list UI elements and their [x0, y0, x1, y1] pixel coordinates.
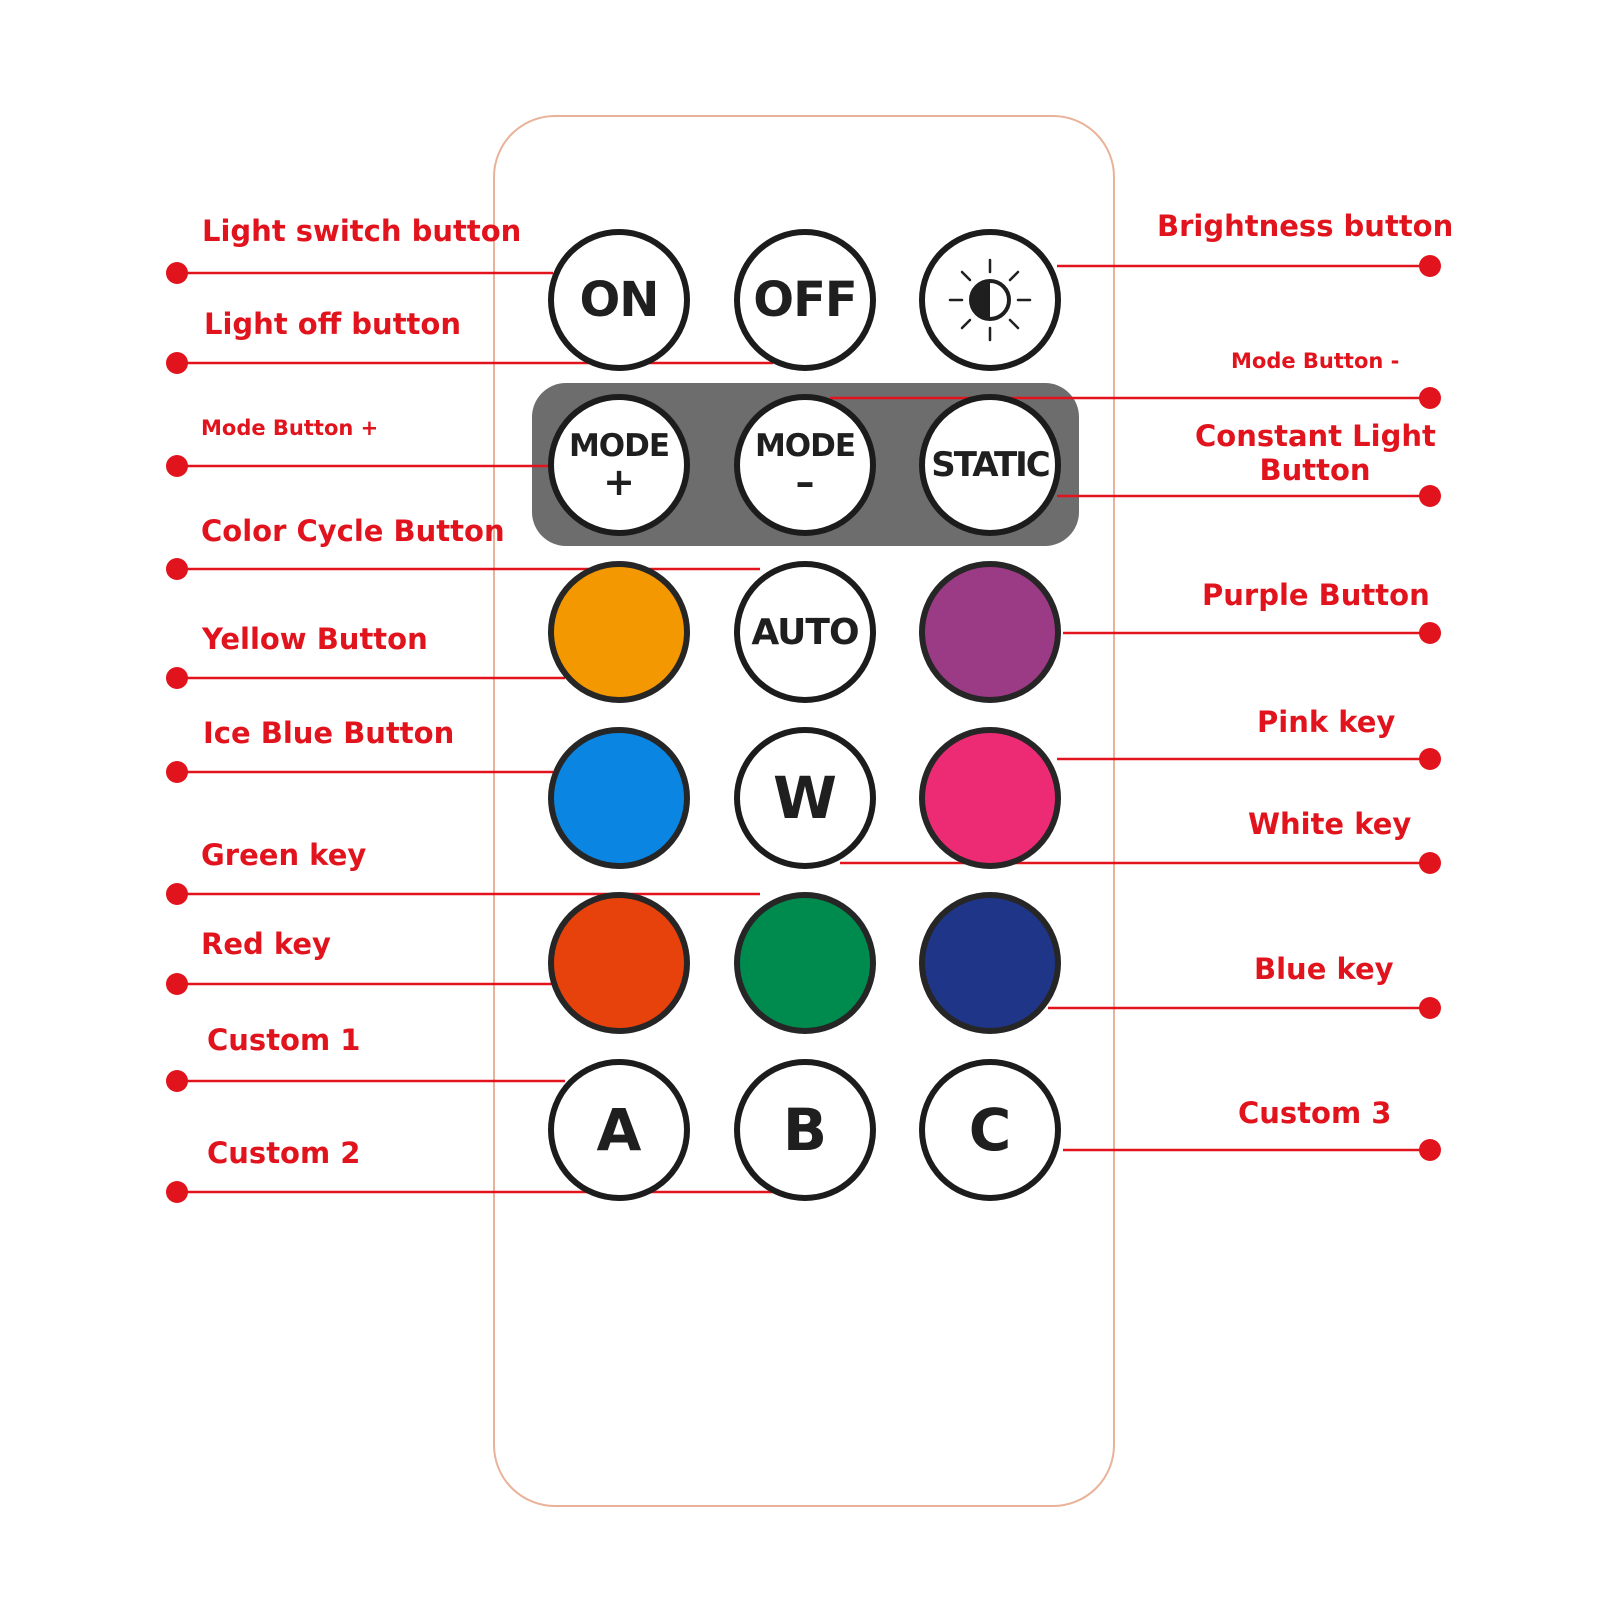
purple-button[interactable] [919, 561, 1061, 703]
static-button-label: STATIC [931, 445, 1051, 485]
label-red: Red key [201, 927, 331, 961]
label-custom2: Custom 2 [207, 1136, 361, 1170]
leader-line-group [177, 264, 1430, 1194]
leader-dot-mode-minus [1419, 387, 1441, 409]
leader-dot-light-off [166, 352, 188, 374]
label-constant-light: Constant Light Button [1195, 419, 1436, 487]
red-button[interactable] [548, 892, 690, 1034]
yellow-button[interactable] [548, 561, 690, 703]
custom-a-label: A [596, 1096, 642, 1164]
mode-minus-text: MODE [754, 428, 856, 464]
leader-dot-red [166, 973, 188, 995]
label-yellow: Yellow Button [202, 622, 428, 656]
white-button[interactable]: W [734, 727, 876, 869]
label-mode-plus: Mode Button + [201, 416, 379, 440]
leader-dot-mode-plus [166, 455, 188, 477]
label-purple: Purple Button [1202, 578, 1430, 612]
label-light-switch: Light switch button [202, 214, 522, 248]
white-button-label: W [773, 764, 837, 832]
label-brightness: Brightness button [1157, 209, 1454, 243]
leader-dot-custom1 [166, 1070, 188, 1092]
mode-plus-button[interactable]: MODE + [548, 394, 690, 536]
green-button[interactable] [734, 892, 876, 1034]
leader-dot-green [166, 883, 188, 905]
leader-dot-constant-light [1419, 485, 1441, 507]
label-custom1: Custom 1 [207, 1023, 361, 1057]
mode-plus-text: MODE [568, 428, 670, 464]
ice-blue-button[interactable] [548, 727, 690, 869]
auto-button[interactable]: AUTO [734, 561, 876, 703]
label-color-cycle: Color Cycle Button [201, 514, 505, 548]
static-button[interactable]: STATIC [919, 394, 1061, 536]
label-custom3: Custom 3 [1238, 1096, 1392, 1130]
leader-dot-custom2 [166, 1181, 188, 1203]
leader-dot-yellow [166, 667, 188, 689]
custom-a-button[interactable]: A [548, 1059, 690, 1201]
on-button-label: ON [579, 272, 660, 328]
on-button[interactable]: ON [548, 229, 690, 371]
mode-minus-sign: – [795, 460, 815, 504]
label-blue: Blue key [1254, 952, 1394, 986]
leader-dot-color-cycle [166, 558, 188, 580]
pink-button[interactable] [919, 727, 1061, 869]
mode-minus-button[interactable]: MODE – [734, 394, 876, 536]
label-pink: Pink key [1257, 705, 1396, 739]
off-button[interactable]: OFF [734, 229, 876, 371]
custom-b-label: B [782, 1096, 828, 1164]
custom-c-label: C [968, 1096, 1012, 1164]
leader-dot-custom3 [1419, 1139, 1441, 1161]
label-constant-light-line1: Constant Light [1195, 419, 1436, 453]
leader-dot-purple [1419, 622, 1441, 644]
label-constant-light-line2: Button [1259, 453, 1371, 487]
leader-dot-group [166, 255, 1441, 1203]
brightness-icon [948, 258, 1032, 342]
off-button-label: OFF [753, 272, 857, 328]
custom-c-button[interactable]: C [919, 1059, 1061, 1201]
leader-dot-white [1419, 852, 1441, 874]
label-ice-blue: Ice Blue Button [203, 716, 455, 750]
custom-b-button[interactable]: B [734, 1059, 876, 1201]
leader-dot-blue [1419, 997, 1441, 1019]
mode-plus-sign: + [603, 460, 635, 504]
leader-dot-brightness [1419, 255, 1441, 277]
label-light-off: Light off button [204, 307, 461, 341]
label-white: White key [1248, 807, 1412, 841]
blue-button[interactable] [919, 892, 1061, 1034]
brightness-button[interactable] [919, 229, 1061, 371]
leader-dot-ice-blue [166, 761, 188, 783]
auto-button-label: AUTO [751, 611, 859, 653]
label-green: Green key [201, 838, 367, 872]
leader-dot-pink [1419, 748, 1441, 770]
leader-dot-light-switch [166, 262, 188, 284]
label-mode-minus: Mode Button - [1231, 349, 1400, 373]
